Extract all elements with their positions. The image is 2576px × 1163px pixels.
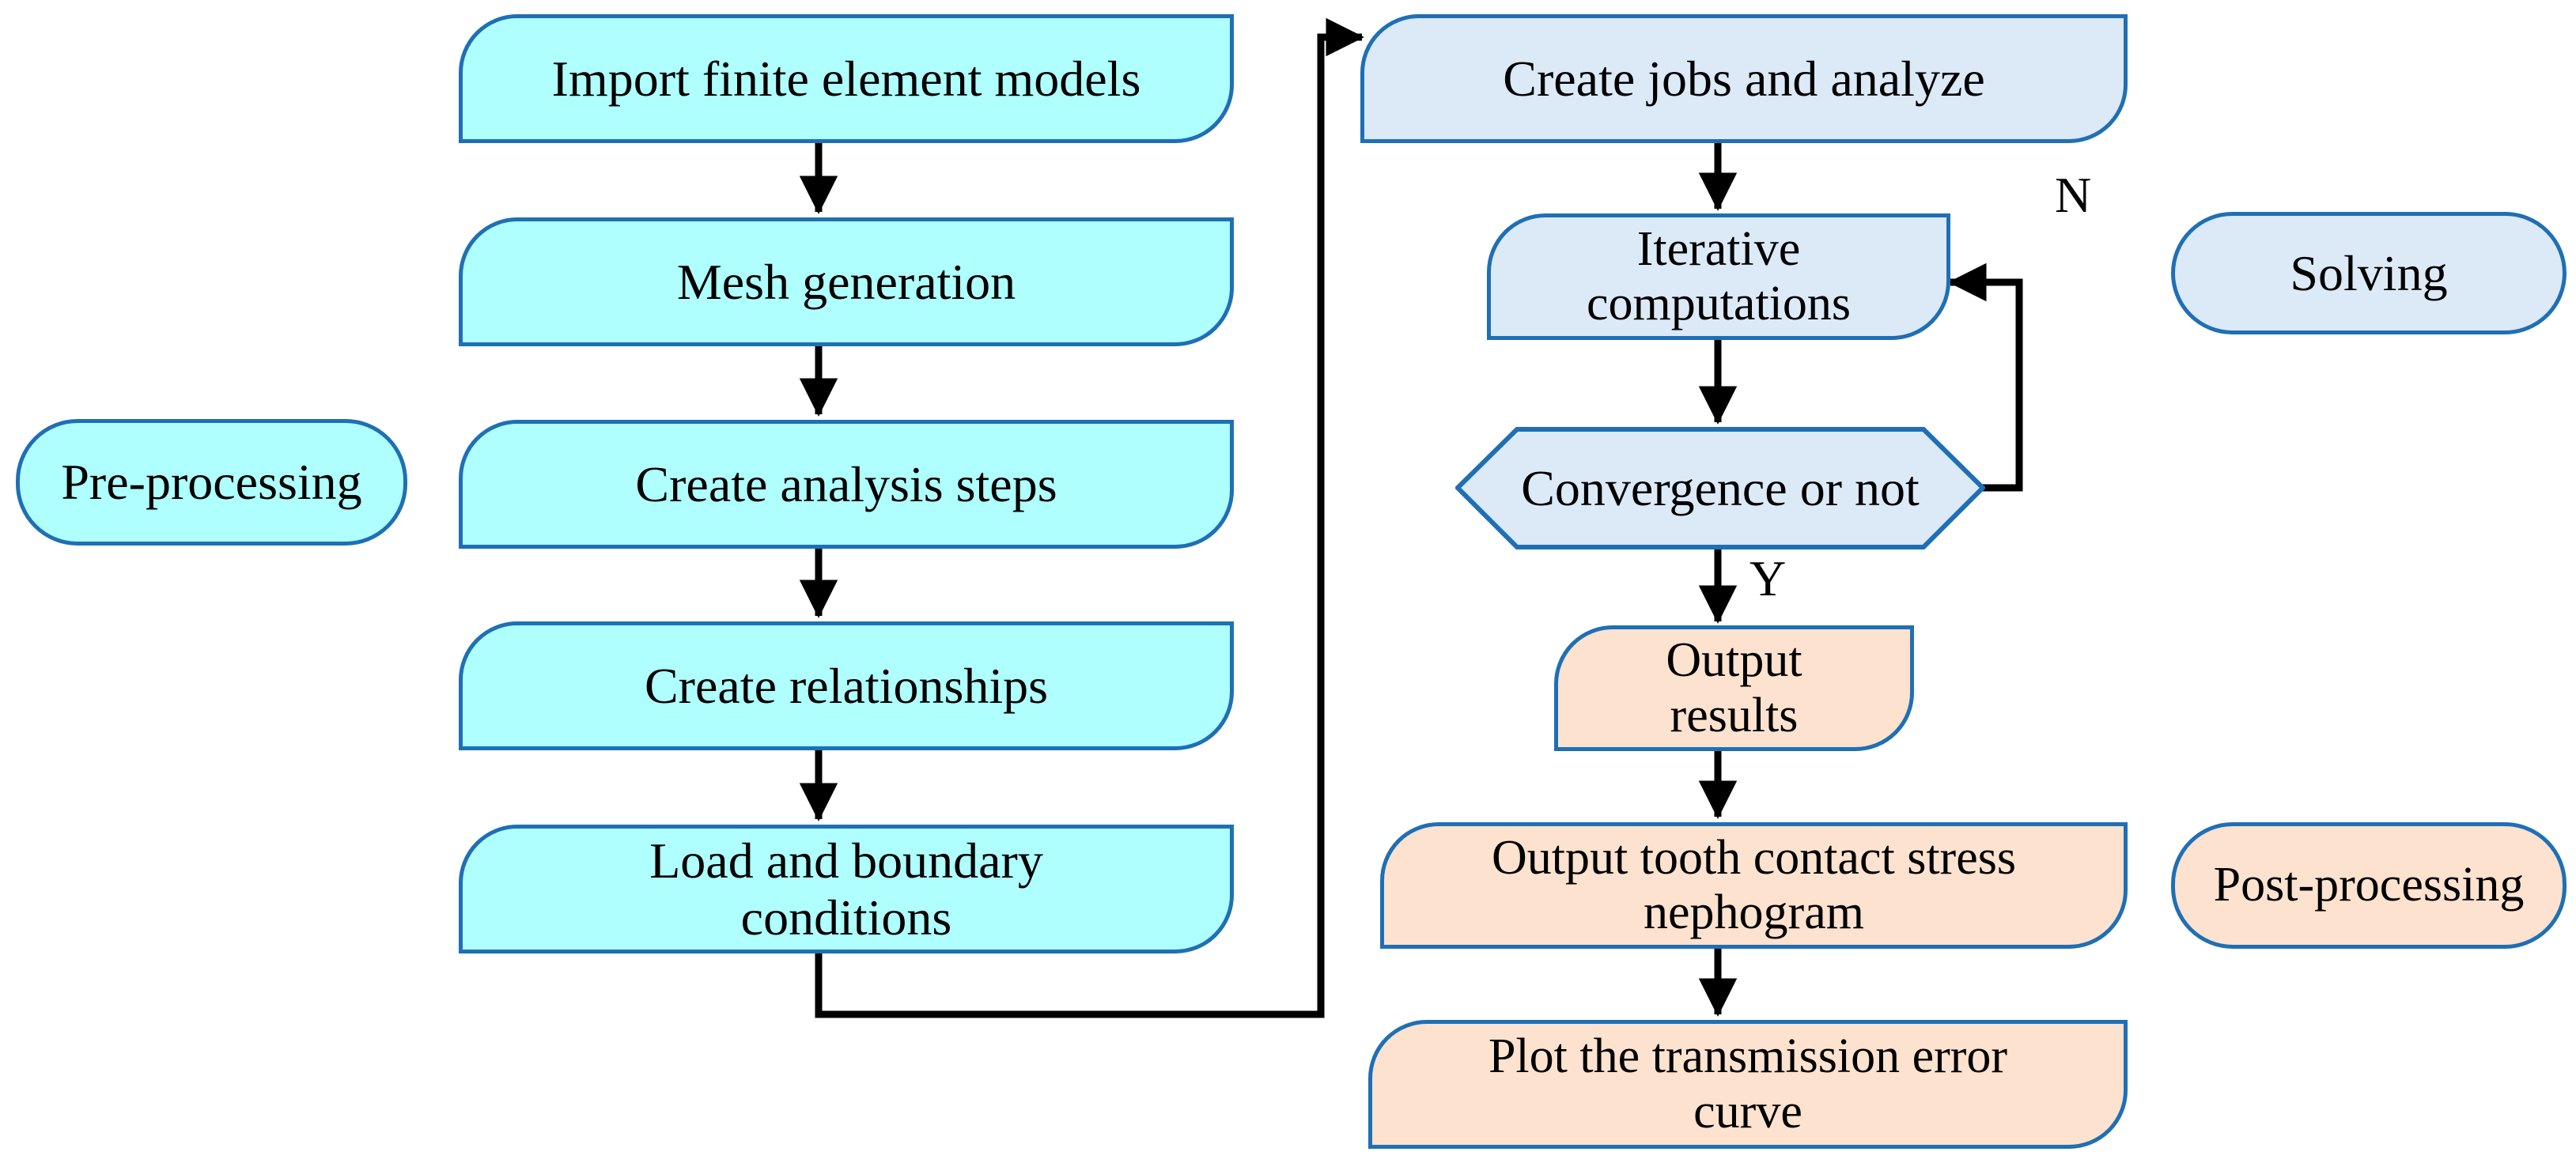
edge-load-to-jobs-head [1317, 17, 1364, 79]
node-label: Mesh generation [676, 253, 1016, 310]
edge-label-yes-text: Y [1749, 550, 1787, 606]
hexagon-shape [1455, 427, 1985, 549]
stage-label-text: Solving [2290, 244, 2448, 301]
node-stress-nephogram[interactable]: Output tooth contact stress nephogram [1380, 822, 2128, 949]
node-convergence-decision[interactable]: Convergence or not [1455, 427, 1985, 549]
node-label: Convergence or not [1521, 459, 1920, 516]
node-label: Iterative computations [1586, 221, 1852, 330]
node-iterative-computations[interactable]: Iterative computations [1487, 213, 1950, 340]
stage-label-post-processing: Post-processing [2171, 822, 2567, 949]
node-error-curve[interactable]: Plot the transmission error curve [1368, 1020, 2128, 1149]
stage-label-pre-processing: Pre-processing [16, 419, 407, 546]
node-label: Create jobs and analyze [1503, 50, 1985, 107]
node-label: Output tooth contact stress nephogram [1492, 830, 2016, 939]
node-label: Create relationships [644, 657, 1049, 714]
edge-label-yes: Y [1749, 553, 1786, 604]
stage-label-solving: Solving [2171, 212, 2567, 334]
edge-label-no-text: N [2055, 167, 2092, 223]
node-load-boundary[interactable]: Load and boundary conditions [459, 825, 1234, 953]
edge-label-no: N [2055, 170, 2091, 221]
node-output-results[interactable]: Output results [1554, 625, 1914, 751]
node-label: Create analysis steps [635, 455, 1057, 512]
node-mesh-generation[interactable]: Mesh generation [459, 217, 1234, 346]
stage-label-text: Pre-processing [61, 454, 362, 511]
node-analysis-steps[interactable]: Create analysis steps [459, 420, 1234, 549]
node-label: Load and boundary conditions [649, 832, 1043, 946]
node-label: Output results [1666, 633, 1802, 742]
node-create-jobs[interactable]: Create jobs and analyze [1360, 14, 2128, 143]
node-import-models[interactable]: Import finite element models [459, 14, 1234, 143]
node-create-relationships[interactable]: Create relationships [459, 621, 1234, 750]
node-label: Import finite element models [551, 50, 1141, 107]
node-label: Plot the transmission error curve [1488, 1029, 2008, 1138]
stage-label-text: Post-processing [2213, 858, 2525, 912]
